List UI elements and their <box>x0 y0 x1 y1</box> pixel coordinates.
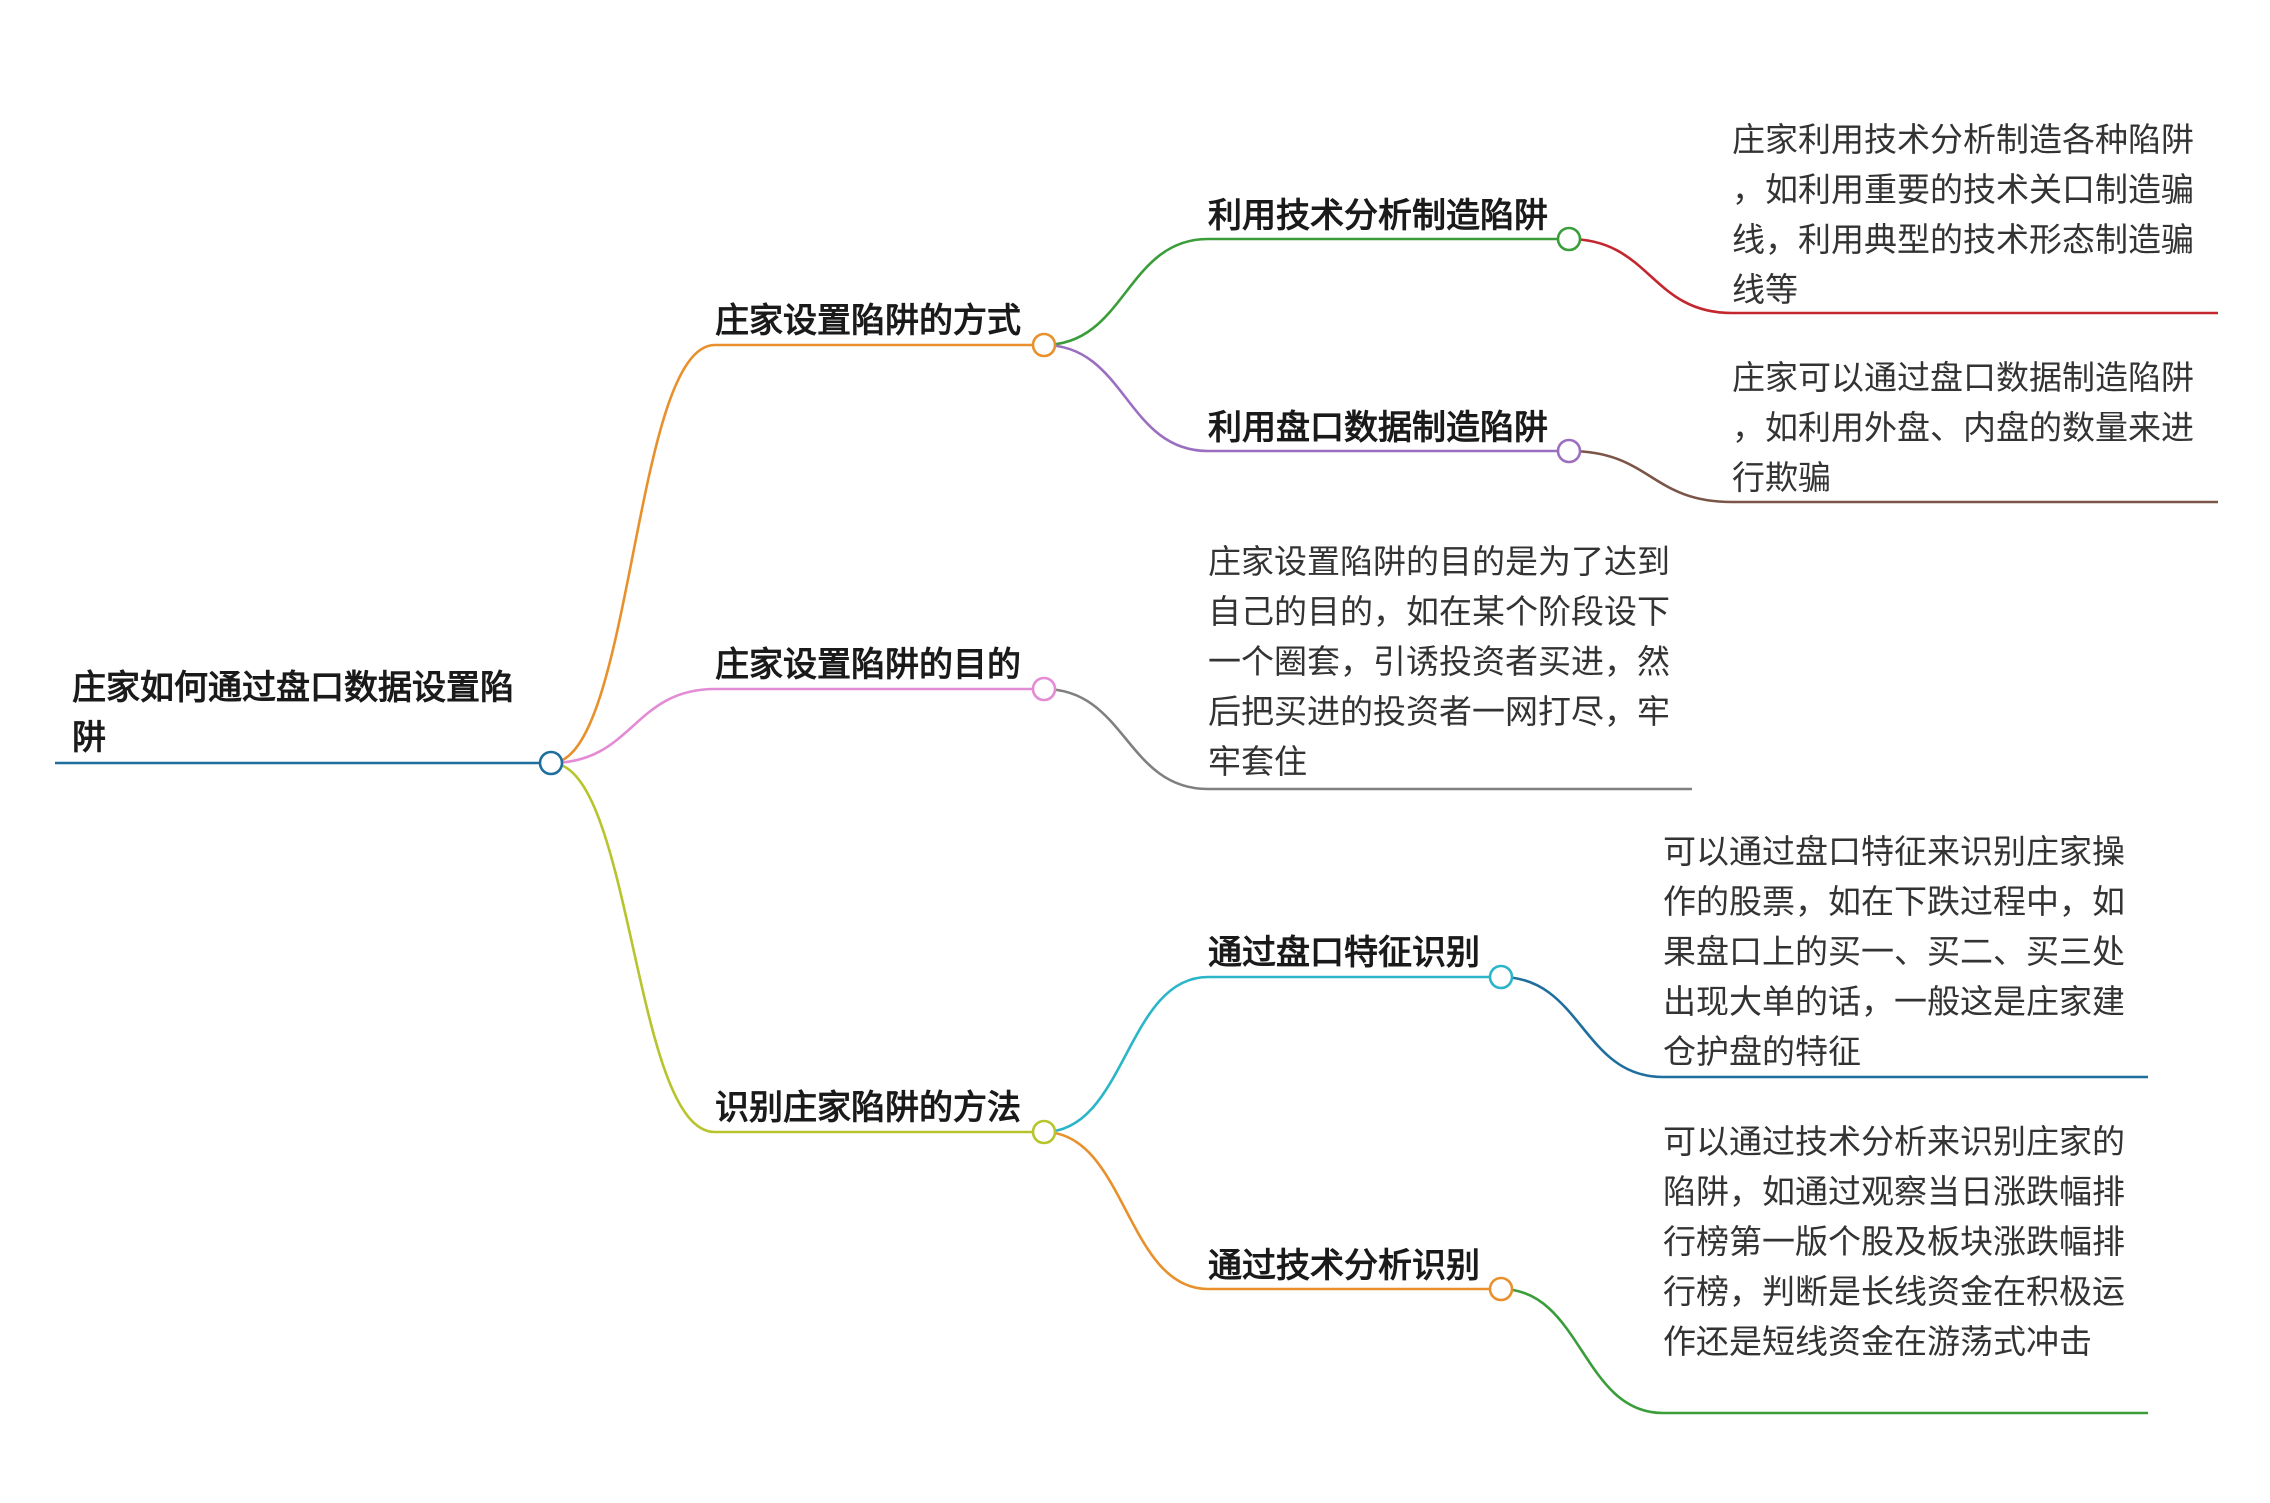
detail-identify-by-order-book: 可以通过盘口特征来识别庄家操作的股票，如在下跌过程中，如果盘口上的买一、买二、买… <box>1663 832 2125 1071</box>
link-order-book-to-detail <box>1568 449 1733 504</box>
topic-technical-analysis-trap-label[interactable]: 利用技术分析制造陷阱 <box>1208 196 1548 236</box>
technical-trap-toggle-circle[interactable] <box>1556 226 1582 252</box>
order-book-trap-toggle-circle[interactable] <box>1556 438 1582 464</box>
topic-identify-by-technical-analysis-label[interactable]: 通过技术分析识别 <box>1208 1246 1480 1286</box>
root-node-label[interactable]: 庄家如何通过盘口数据设置陷阱 <box>72 668 514 758</box>
link-trap-purpose-to-detail <box>1043 687 1209 791</box>
root-toggle-circle[interactable] <box>538 750 564 776</box>
identify-technical-toggle-circle[interactable] <box>1488 1276 1514 1302</box>
trap-purpose-toggle-circle[interactable] <box>1031 676 1057 702</box>
link-identify-to-technical <box>1043 1130 1209 1291</box>
link-technical-to-detail <box>1568 237 1733 315</box>
detail-order-book-data-trap: 庄家可以通过盘口数据制造陷阱，如利用外盘、内盘的数量来进行欺骗 <box>1732 358 2194 497</box>
trap-methods-toggle-circle[interactable] <box>1031 332 1057 358</box>
link-identify-to-order-book <box>1043 975 1209 1134</box>
detail-trap-purpose: 庄家设置陷阱的目的是为了达到自己的目的，如在某个阶段设下一个圈套，引诱投资者买进… <box>1208 542 1670 781</box>
topic-order-book-data-trap-label[interactable]: 利用盘口数据制造陷阱 <box>1208 408 1548 448</box>
identify-traps-toggle-circle[interactable] <box>1031 1119 1057 1145</box>
identify-order-book-toggle-circle[interactable] <box>1488 964 1514 990</box>
detail-technical-analysis-trap: 庄家利用技术分析制造各种陷阱，如利用重要的技术关口制造骗线，利用典型的技术形态制… <box>1732 120 2194 309</box>
branch-trap-purpose-label[interactable]: 庄家设置陷阱的目的 <box>715 645 1021 685</box>
link-root-to-trap-purpose <box>550 687 716 765</box>
branch-trap-methods-label[interactable]: 庄家设置陷阱的方式 <box>715 301 1021 341</box>
link-trap-methods-to-order-book <box>1043 343 1209 453</box>
branch-identify-traps-label[interactable]: 识别庄家陷阱的方法 <box>715 1088 1021 1128</box>
link-identify-technical-to-detail <box>1500 1287 1664 1415</box>
link-root-to-trap-methods <box>550 343 716 765</box>
detail-identify-by-technical-analysis: 可以通过技术分析来识别庄家的陷阱，如通过观察当日涨跌幅排行榜第一版个股及板块涨跌… <box>1663 1122 2125 1361</box>
link-trap-methods-to-technical <box>1043 237 1209 347</box>
link-root-to-identify-traps <box>550 761 716 1134</box>
topic-identify-by-order-book-label[interactable]: 通过盘口特征识别 <box>1208 933 1480 973</box>
link-identify-order-book-to-detail <box>1500 975 1664 1079</box>
